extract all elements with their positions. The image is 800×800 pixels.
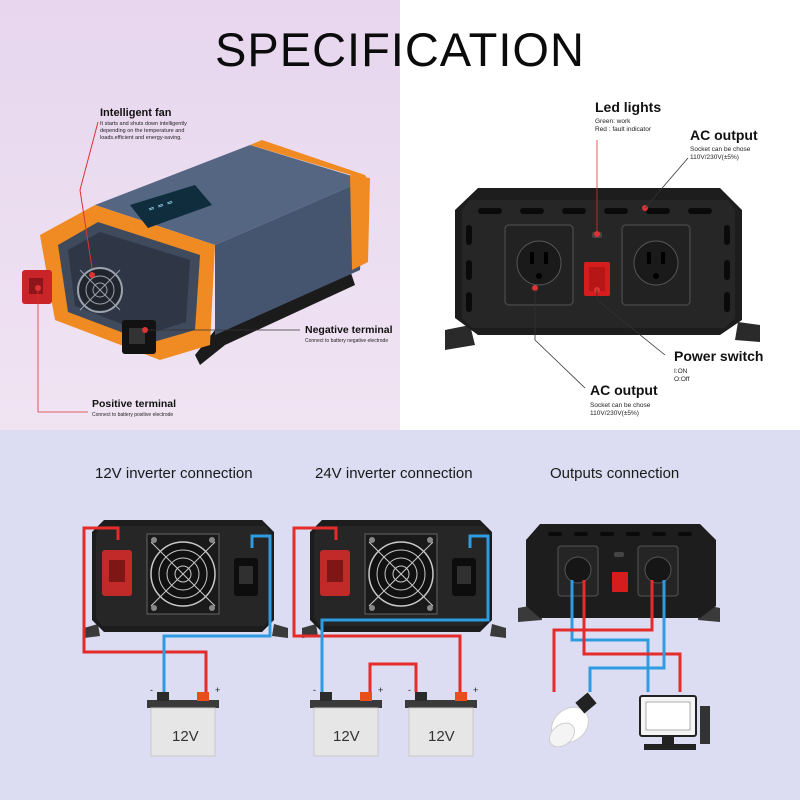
wire-12v-negative: [162, 534, 272, 692]
led-lights-label: Led lights: [595, 99, 662, 115]
ac-output-bottom-desc-1: Socket can be chose: [590, 402, 651, 409]
positive-terminal-desc: Connect to battery positive electrode: [92, 412, 174, 418]
led-lights-desc-2: Red : fault indicator: [595, 126, 652, 133]
battery-24v-a-label: 12V: [333, 728, 360, 745]
wire-out-3: [552, 580, 654, 692]
ac-output-top-desc-1: Socket can be chose: [690, 146, 751, 153]
computer-icon: [639, 695, 710, 750]
battery-24v-a: [309, 691, 383, 757]
section-24v-title: 24V inverter connection: [315, 465, 473, 482]
section-outputs-title: Outputs connection: [550, 465, 680, 482]
ac-output-top-label: AC output: [690, 127, 758, 143]
ac-output-bottom-label: AC output: [590, 382, 658, 398]
section-12v-title: 12V inverter connection: [95, 465, 253, 482]
negative-terminal-desc: Connect to battery negative electrode: [305, 338, 389, 344]
output-panel-small: [526, 524, 716, 618]
wire-out-1: [570, 580, 650, 692]
battery-12v-label: 12V: [172, 728, 199, 745]
power-switch-desc-2: O:Off: [674, 376, 690, 383]
ac-output-bottom-desc-2: 110V/230V(±5%): [590, 410, 639, 417]
battery-24v-a-minus: -: [313, 685, 316, 695]
battery-12v-plus: +: [215, 685, 221, 695]
positive-terminal-label: Positive terminal: [92, 398, 177, 410]
wire-out-2: [582, 580, 682, 692]
battery-24v-b-plus: +: [473, 685, 479, 695]
intelligent-fan-desc: It starts and shuts down intelligently d…: [100, 121, 187, 141]
battery-12v-minus: -: [150, 685, 153, 695]
wire-12v-positive: [82, 526, 208, 692]
intelligent-fan-label: Intelligent fan: [100, 107, 172, 119]
wire-24v-series: [368, 662, 418, 692]
battery-24v-b: [404, 691, 478, 757]
battery-24v-b-minus: -: [408, 685, 411, 695]
wire-24v-positive: [292, 526, 462, 692]
wire-24v-negative: [320, 534, 490, 692]
battery-12v: [146, 691, 220, 757]
battery-24v-b-label: 12V: [428, 728, 455, 745]
bulb-icon: [548, 692, 597, 748]
wire-out-4: [588, 580, 666, 692]
power-switch-desc-1: I:ON: [674, 368, 688, 375]
page-title: SPECIFICATION: [215, 23, 585, 76]
negative-terminal-label: Negative terminal: [305, 324, 393, 336]
power-switch-label: Power switch: [674, 348, 764, 364]
battery-24v-a-plus: +: [378, 685, 384, 695]
led-lights-desc-1: Green: work: [595, 118, 631, 125]
ac-output-top-desc-2: 110V/230V(±5%): [690, 154, 739, 161]
inverter-12v: [83, 519, 289, 639]
